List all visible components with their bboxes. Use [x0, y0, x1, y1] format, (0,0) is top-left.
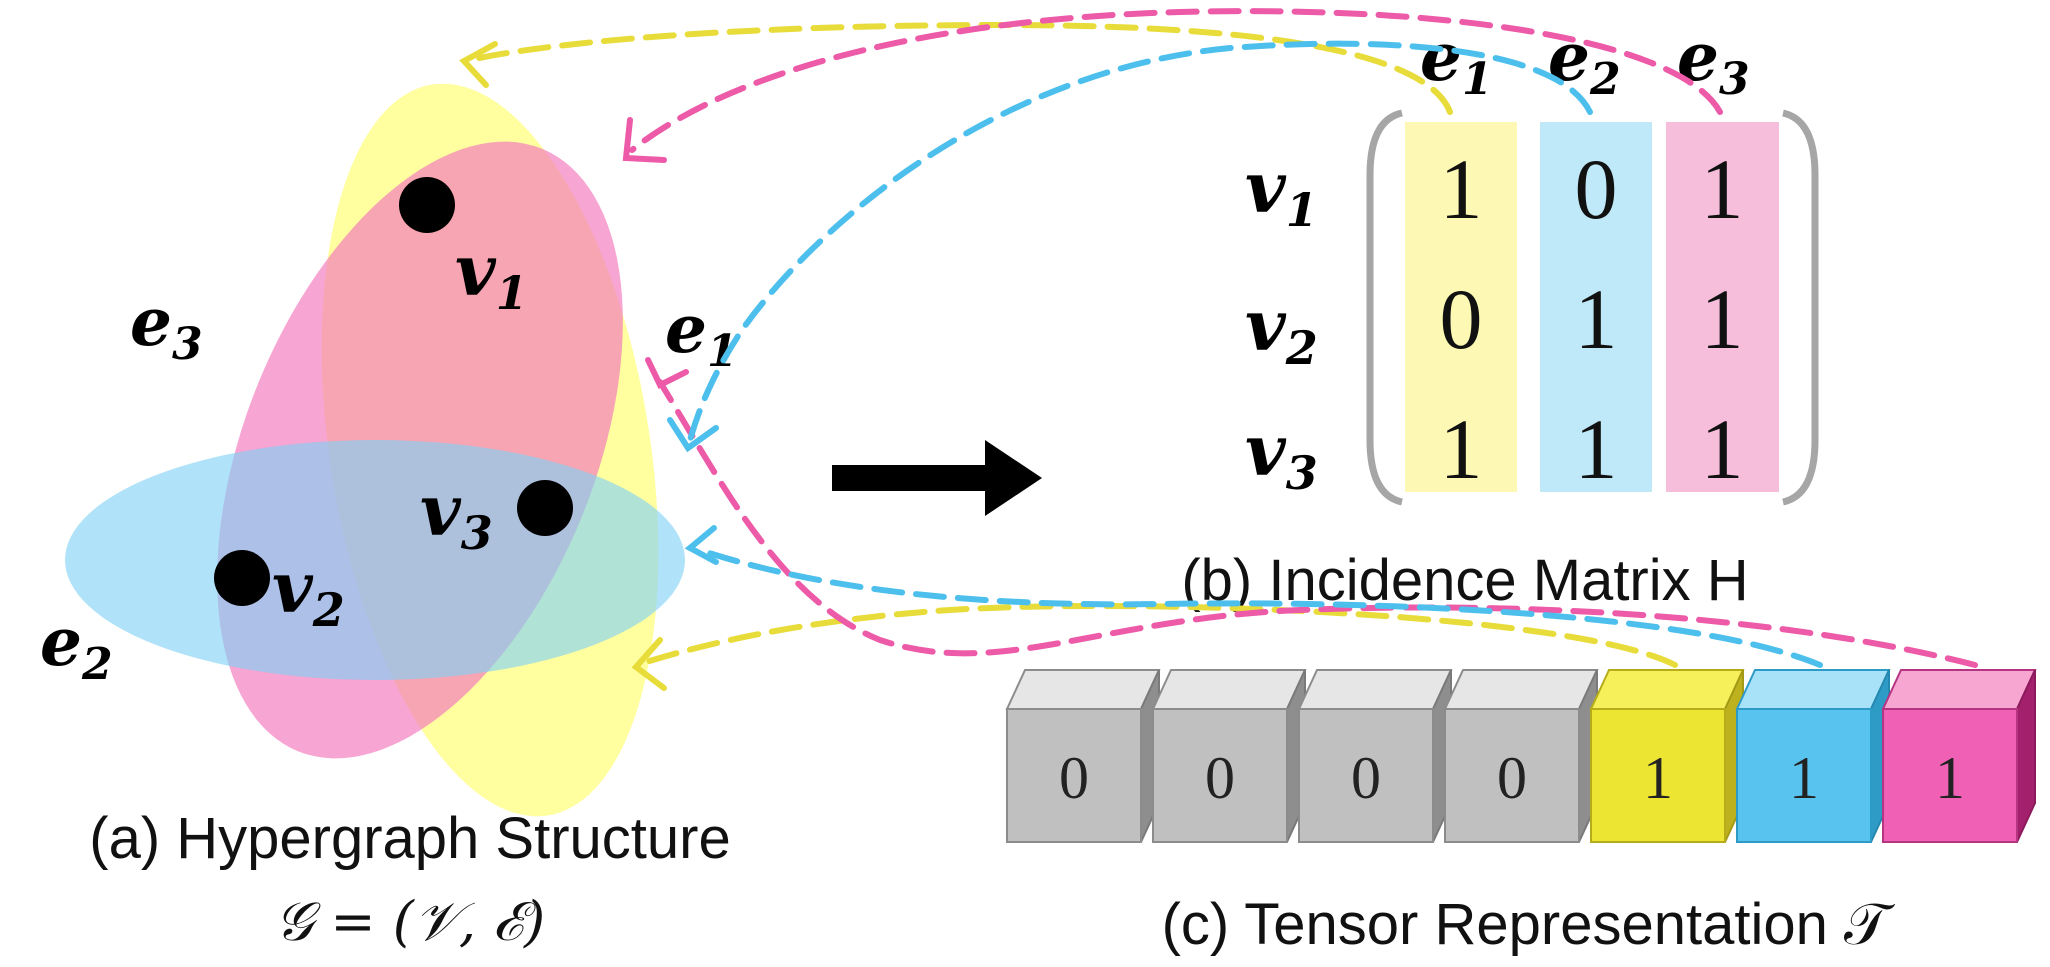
- vertex-v2-label: v2: [272, 546, 345, 637]
- hypergraph-panel: v1 v2 v3 e1 e2 e3 (a) Hypergraph Structu…: [40, 83, 738, 953]
- tensor-cube-3-value: 0: [1497, 745, 1527, 811]
- matrix-cell-v3-e3: 1: [1701, 401, 1744, 497]
- hyperedge-e1-label: e1: [665, 290, 738, 377]
- tensor-cube-5-value: 1: [1789, 745, 1819, 811]
- vertex-v1-label: v1: [455, 229, 528, 320]
- hyperedge-e2-label: e2: [40, 603, 113, 690]
- matrix-cell-v1-e3: 1: [1701, 141, 1744, 237]
- incidence-matrix-panel: e1 e2 e3 v1 v2 v3 1 0 1 0 1 1 1 1 1 (b) …: [1181, 18, 1819, 613]
- hypergraph-formula: 𝒢 = (𝒱, ℰ): [275, 890, 545, 953]
- vertex-v3-label: v3: [420, 469, 493, 560]
- tensor-cube-2-value: 0: [1351, 745, 1381, 811]
- tensor-cube-6-value: 1: [1935, 745, 1965, 811]
- pink-arrow-top: [629, 8, 1723, 153]
- matrix-column-e2-bg: [1540, 122, 1652, 492]
- yellow-arrow-top: [467, 21, 1453, 115]
- matrix-col-header-e3: e3: [1677, 18, 1750, 105]
- blue-arrow-top: [687, 40, 1593, 443]
- matrix-cell-v3-e1: 1: [1440, 401, 1483, 497]
- tensor-cube-6: 1: [1881, 669, 2037, 843]
- matrix-row-header-v3: v3: [1245, 409, 1318, 500]
- matrix-left-bracket: [1366, 109, 1403, 506]
- connector-arrowheads: [459, 41, 719, 691]
- tensor-cube-5: 1: [1735, 669, 1891, 843]
- pink-arrowhead-bottom: [645, 357, 689, 390]
- matrix-col-header-e1: e1: [1420, 18, 1493, 105]
- blue-arrow-bottom: [697, 547, 1823, 668]
- matrix-row-header-v1: v1: [1245, 146, 1318, 237]
- transform-arrow: [832, 440, 1042, 516]
- tensor-cube-0-value: 0: [1059, 745, 1089, 811]
- tensor-cube-0: 0: [1005, 669, 1161, 843]
- connector-arrows: [467, 8, 1978, 668]
- matrix-col-header-e2: e2: [1548, 18, 1621, 105]
- blue-arrowhead-top: [667, 417, 719, 453]
- pink-arrowhead-top: [622, 117, 667, 163]
- matrix-cell-v1-e1: 1: [1440, 141, 1483, 237]
- yellow-arrowhead-top: [459, 41, 498, 88]
- tensor-cube-1-value: 0: [1205, 745, 1235, 811]
- hyperedge-e3-label: e3: [130, 283, 203, 370]
- matrix-column-e1-bg: [1405, 122, 1517, 492]
- yellow-arrowhead-bottom: [631, 637, 667, 691]
- matrix-right-bracket: [1782, 109, 1819, 506]
- matrix-cell-v2-e2: 1: [1575, 271, 1618, 367]
- vertex-v1-dot: [399, 177, 455, 233]
- pink-arrow-bottom: [657, 379, 1978, 668]
- tensor-panel: 0 0 0 0 1: [1005, 669, 2037, 957]
- matrix-cell-v1-e2: 0: [1575, 141, 1618, 237]
- tensor-caption: (c) Tensor Representation 𝒯: [1162, 892, 1896, 957]
- tensor-cube-3: 0: [1443, 669, 1599, 843]
- tensor-cube-1: 0: [1151, 669, 1307, 843]
- tensor-cube-4-value: 1: [1643, 745, 1673, 811]
- vertex-v2-dot: [214, 550, 270, 606]
- matrix-column-e3-bg: [1666, 122, 1779, 492]
- matrix-cell-v2-e1: 0: [1440, 271, 1483, 367]
- hyperedge-e2-shape: [65, 440, 685, 680]
- yellow-arrow-bottom: [637, 602, 1678, 668]
- hypergraph-caption: (a) Hypergraph Structure: [89, 806, 730, 871]
- matrix-cell-v2-e3: 1: [1701, 271, 1744, 367]
- matrix-cell-v3-e2: 1: [1575, 401, 1618, 497]
- tensor-cube-4: 1: [1589, 669, 1745, 843]
- tensor-cube-2: 0: [1297, 669, 1453, 843]
- blue-arrowhead-bottom: [684, 525, 719, 565]
- matrix-row-header-v2: v2: [1245, 284, 1318, 375]
- vertex-v3-dot: [517, 480, 573, 536]
